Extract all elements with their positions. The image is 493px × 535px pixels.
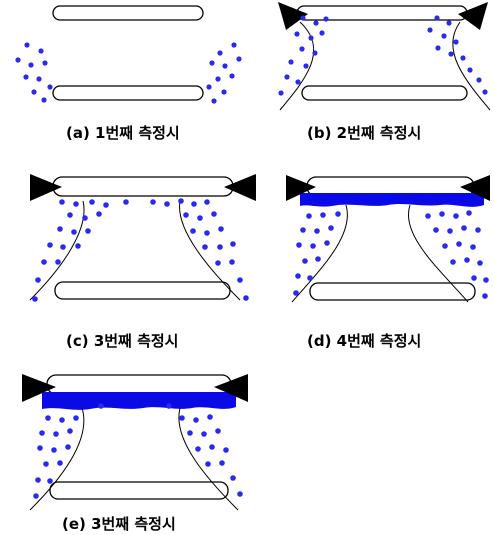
right-nozzle — [458, 2, 488, 30]
lower-roller — [49, 481, 229, 500]
left-nozzle — [30, 174, 62, 201]
deposition-path-left — [291, 204, 348, 303]
lower-roller — [301, 85, 468, 101]
left-nozzle — [278, 2, 308, 30]
particle-cloud-left — [278, 15, 329, 96]
panel-d-caption: (d) 4번째 측정시 — [307, 332, 421, 350]
particle-cloud-right — [206, 42, 242, 104]
deposited-film — [300, 193, 484, 207]
panel-d: (d) 4번째 측정시 — [286, 175, 490, 350]
deposited-film — [42, 392, 236, 410]
panel-c: (c) 3번째 측정시 — [29, 174, 256, 350]
lower-roller — [52, 85, 204, 101]
upper-roller — [296, 5, 468, 21]
lower-roller — [309, 282, 476, 301]
particle-cloud-left — [33, 403, 104, 499]
upper-roller — [46, 374, 232, 395]
particle-cloud-right — [150, 198, 249, 301]
deposition-path-right — [452, 21, 491, 111]
panel-a-caption: (a) 1번째 측정시 — [66, 124, 180, 142]
panel-c-caption: (c) 3번째 측정시 — [66, 332, 178, 350]
panel-b-caption: (b) 2번째 측정시 — [307, 124, 421, 142]
particle-cloud-left — [15, 42, 53, 103]
deposition-path-left — [279, 21, 315, 111]
particle-cloud-right — [425, 210, 489, 299]
upper-roller — [52, 176, 234, 197]
particle-cloud-right — [427, 15, 488, 95]
deposition-path-left — [29, 407, 85, 511]
panel-b: (b) 2번째 측정시 — [278, 2, 491, 142]
panel-a: (a) 1번째 측정시 — [15, 5, 242, 142]
left-nozzle — [22, 374, 56, 402]
right-nozzle — [460, 175, 490, 201]
right-nozzle — [214, 374, 248, 402]
deposition-path-right — [178, 407, 239, 511]
particle-cloud-left — [32, 199, 129, 302]
right-nozzle — [224, 174, 256, 201]
particle-cloud-left — [293, 211, 341, 296]
panel-e-caption: (e) 3번째 측정시 — [62, 515, 176, 533]
left-nozzle — [286, 175, 316, 201]
upper-roller — [52, 5, 204, 21]
deposition-path-right — [408, 204, 469, 303]
deposition-path-left — [29, 200, 85, 301]
panel-e: (e) 3번째 측정시 — [22, 374, 248, 533]
lower-roller — [54, 281, 231, 300]
deposition-path-right — [179, 200, 241, 301]
particle-cloud-right — [166, 403, 243, 497]
